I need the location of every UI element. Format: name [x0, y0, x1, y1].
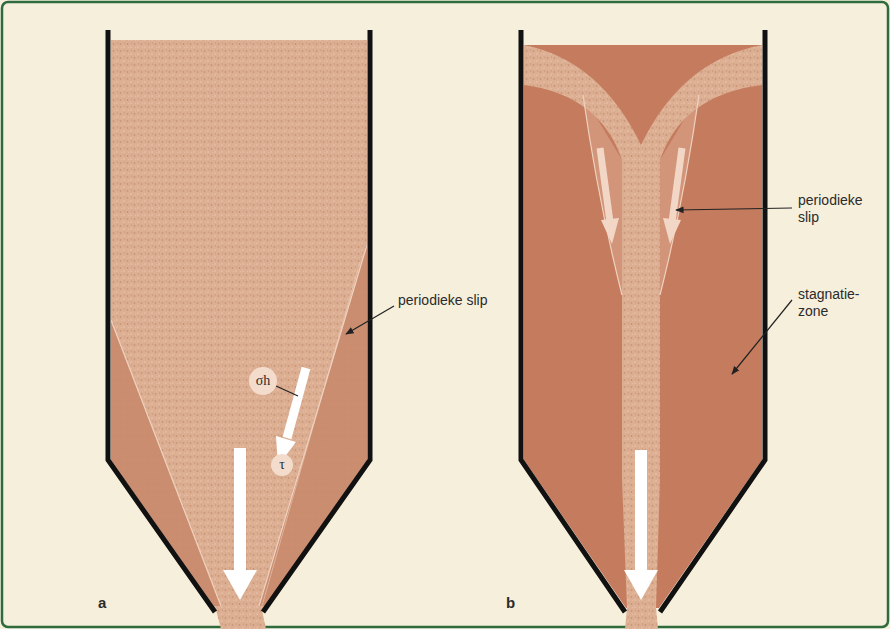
zone-label: periodieke slip [398, 292, 488, 309]
symbol-text: σh [256, 373, 271, 389]
figure-letter: b [506, 594, 536, 612]
zone-label: stagnatie- zone [798, 286, 874, 320]
zone-label: periodieke slip [798, 192, 878, 226]
symbol-text: τ [279, 457, 285, 473]
funnel-flow-silo [521, 30, 765, 629]
symbol-circle: σh [249, 367, 277, 395]
figure-letter: a [98, 594, 128, 612]
leader-lines [346, 208, 792, 374]
symbol-circle: τ [271, 454, 293, 476]
mass-flow-silo [108, 30, 370, 629]
